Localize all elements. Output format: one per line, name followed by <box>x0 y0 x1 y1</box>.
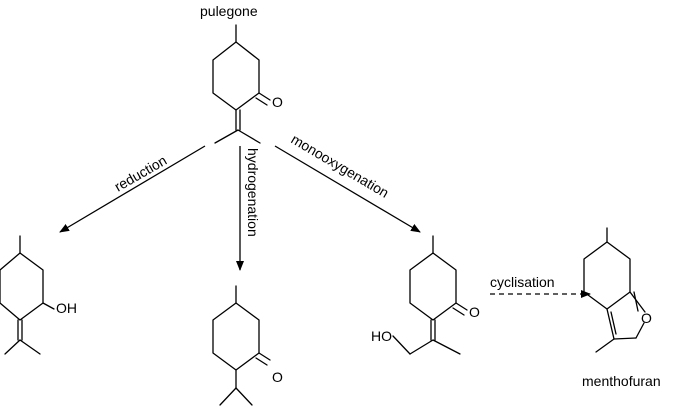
reduction-label: reduction <box>112 152 170 195</box>
menthofuran-structure: O <box>583 227 652 353</box>
monooxygenation-product-oxygen: O <box>469 304 480 320</box>
menthofuran-label: menthofuran <box>582 373 661 389</box>
monooxygenation-product-structure: O HO <box>371 235 480 355</box>
monooxygenation-arrow <box>274 145 421 233</box>
reduction-product-structure: OH <box>0 235 77 355</box>
menthofuran-oxygen: O <box>641 310 652 326</box>
monooxygenation-product-hydroxyl: HO <box>371 328 392 344</box>
reduction-arrow <box>59 145 206 233</box>
cyclisation-label: cyclisation <box>490 274 555 290</box>
pulegone-label: pulegone <box>200 3 258 19</box>
hydrogenation-product-oxygen: O <box>272 369 283 385</box>
hydrogenation-label: hydrogenation <box>245 148 261 237</box>
reduction-product-hydroxyl: OH <box>56 300 77 316</box>
pulegone-structure: O <box>212 24 283 144</box>
pulegone-oxygen: O <box>272 94 283 110</box>
hydrogenation-product-structure: O <box>212 285 283 406</box>
monooxygenation-label: monooxygenation <box>288 131 391 201</box>
